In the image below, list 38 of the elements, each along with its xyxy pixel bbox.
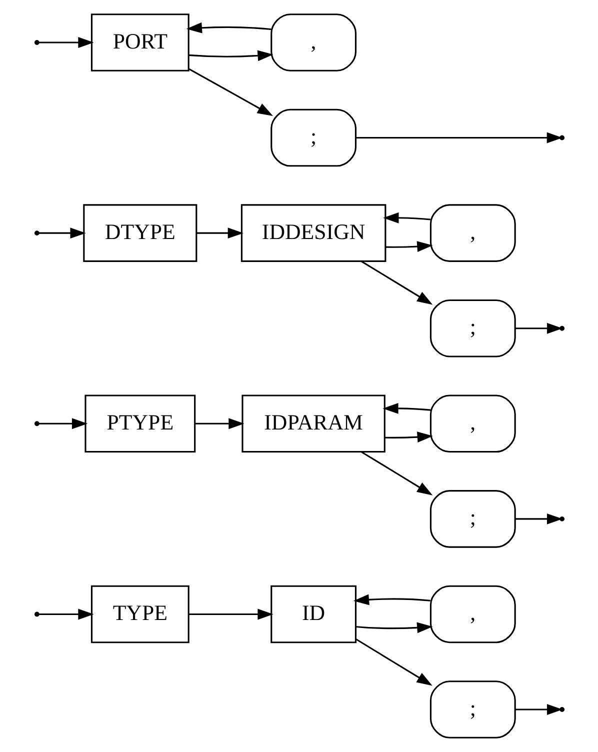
arrow xyxy=(352,594,430,606)
arrow xyxy=(188,608,273,620)
arrow xyxy=(194,418,244,430)
node-box: ; xyxy=(429,490,516,548)
arrow xyxy=(38,608,94,620)
arrow xyxy=(196,228,243,239)
arrow xyxy=(360,260,432,305)
node-box: ; xyxy=(429,680,516,738)
node-box: ; xyxy=(429,299,516,358)
arrow xyxy=(38,37,94,48)
node-box: , xyxy=(429,394,516,453)
node-box: , xyxy=(429,204,516,262)
node-box: , xyxy=(429,585,516,644)
node-box: PORT xyxy=(90,14,189,72)
arrow xyxy=(382,402,430,414)
arrow xyxy=(354,638,432,686)
arrow xyxy=(188,68,273,116)
arrow xyxy=(360,451,432,496)
arrow xyxy=(382,212,430,224)
arrow xyxy=(384,241,432,252)
node-box: DTYPE xyxy=(82,204,197,262)
node-box: IDPARAM xyxy=(241,394,385,453)
arrow xyxy=(514,322,562,334)
arrow xyxy=(188,50,273,62)
node-box: , xyxy=(270,14,356,72)
node-box: PTYPE xyxy=(84,394,196,453)
node-box: ID xyxy=(270,585,356,644)
arrow xyxy=(356,132,562,144)
arrow xyxy=(355,622,432,634)
node-box: TYPE xyxy=(90,585,189,644)
arrow xyxy=(186,22,271,34)
arrow xyxy=(38,228,86,239)
arrow xyxy=(38,418,88,430)
arrow xyxy=(384,432,432,443)
node-box: ; xyxy=(270,108,356,167)
arrow xyxy=(514,704,562,715)
node-box: IDDESIGN xyxy=(240,204,386,262)
arrow xyxy=(514,513,562,524)
